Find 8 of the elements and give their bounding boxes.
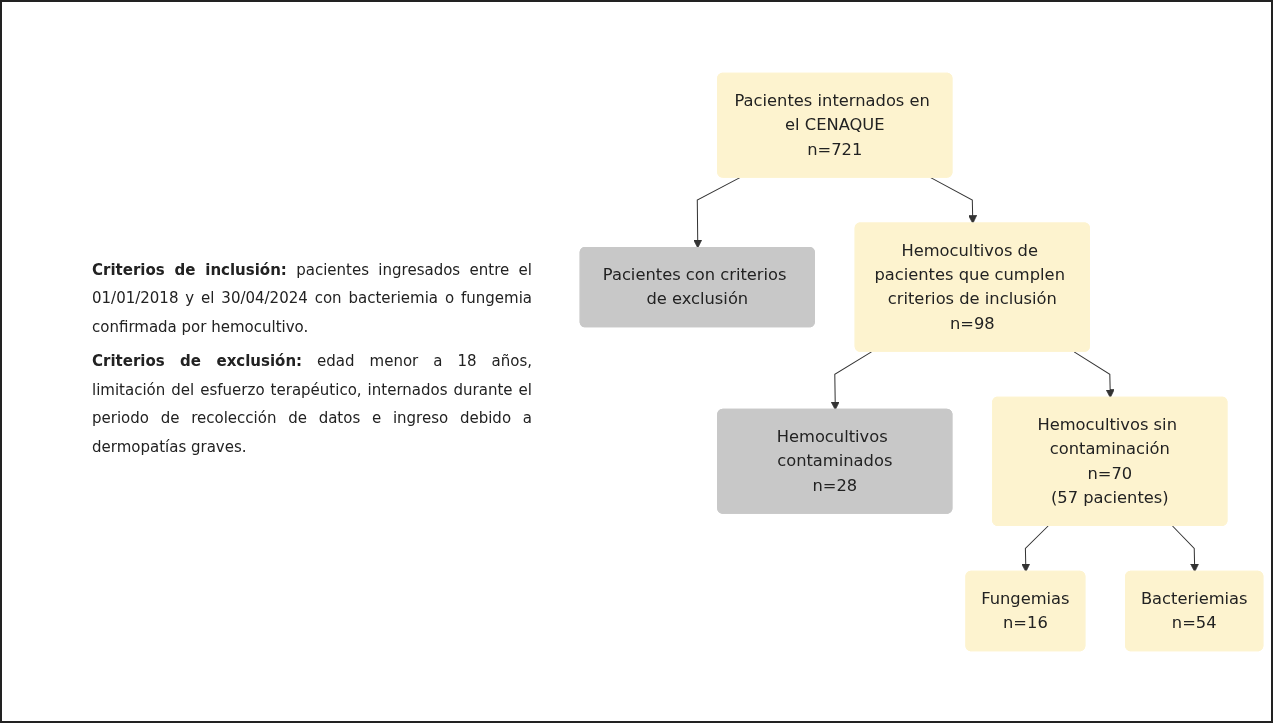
- arrow: [1172, 525, 1200, 572]
- arrow: [693, 176, 741, 248]
- arrow: [1073, 350, 1115, 398]
- criteria-paragraph: Criterios de exclusión: edad menor a 18 años, limitación del esfuerzo terapéutico, internados durante el periodo de recolección de datos e ingreso debido a dermopatías graves.: [92, 351, 532, 458]
- arrow: [930, 176, 978, 224]
- arrow: [1021, 525, 1049, 572]
- arrow: [830, 350, 872, 410]
- criteria-paragraph: Criterios de inclusión: pacientes ingresados entre el 01/01/2018 y el 30/04/2024 con bacteriemia o fungemia confirmada por hemocultivo.: [92, 259, 532, 338]
